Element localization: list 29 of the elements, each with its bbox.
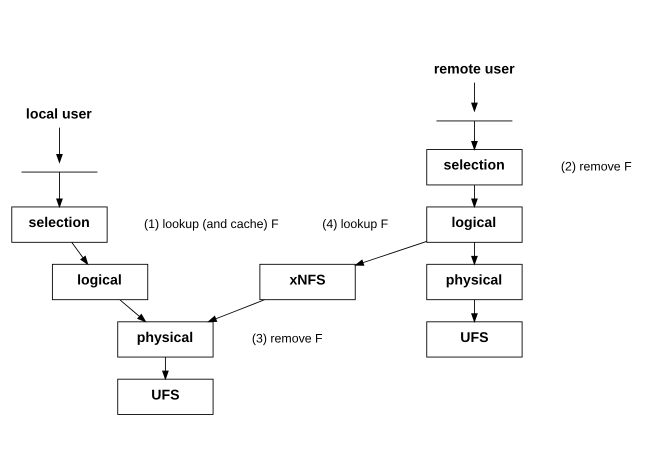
node-box: selection [426,148,523,185]
node-box: logical [52,263,148,300]
node-box: xNFS [259,263,356,300]
node-box: UFS [117,378,214,414]
node-text: local user [26,105,92,122]
node-box: UFS [426,320,523,358]
arrow [471,120,478,150]
arrow [71,242,89,265]
arrow [471,242,478,266]
node-box: physical [426,263,523,300]
arrow [354,240,428,266]
node-text: remote user [434,60,515,76]
arrow [162,356,169,380]
arrow [56,171,63,208]
node-curve [21,171,98,172]
node-box: physical [117,320,214,358]
arrow [471,184,478,208]
node-box: logical [426,206,523,242]
arrow [56,126,63,164]
node-label: (3) remove F [252,331,323,346]
node-box: selection [11,206,108,242]
node-label: (2) remove F [560,159,632,174]
arrow [207,298,265,322]
node-label: (4) lookup F [322,216,388,230]
arrow [471,82,478,112]
arrow [120,298,147,322]
arrow [471,298,478,322]
node-curve [436,120,513,121]
node-label: (1) lookup (and cache) F [144,216,279,230]
